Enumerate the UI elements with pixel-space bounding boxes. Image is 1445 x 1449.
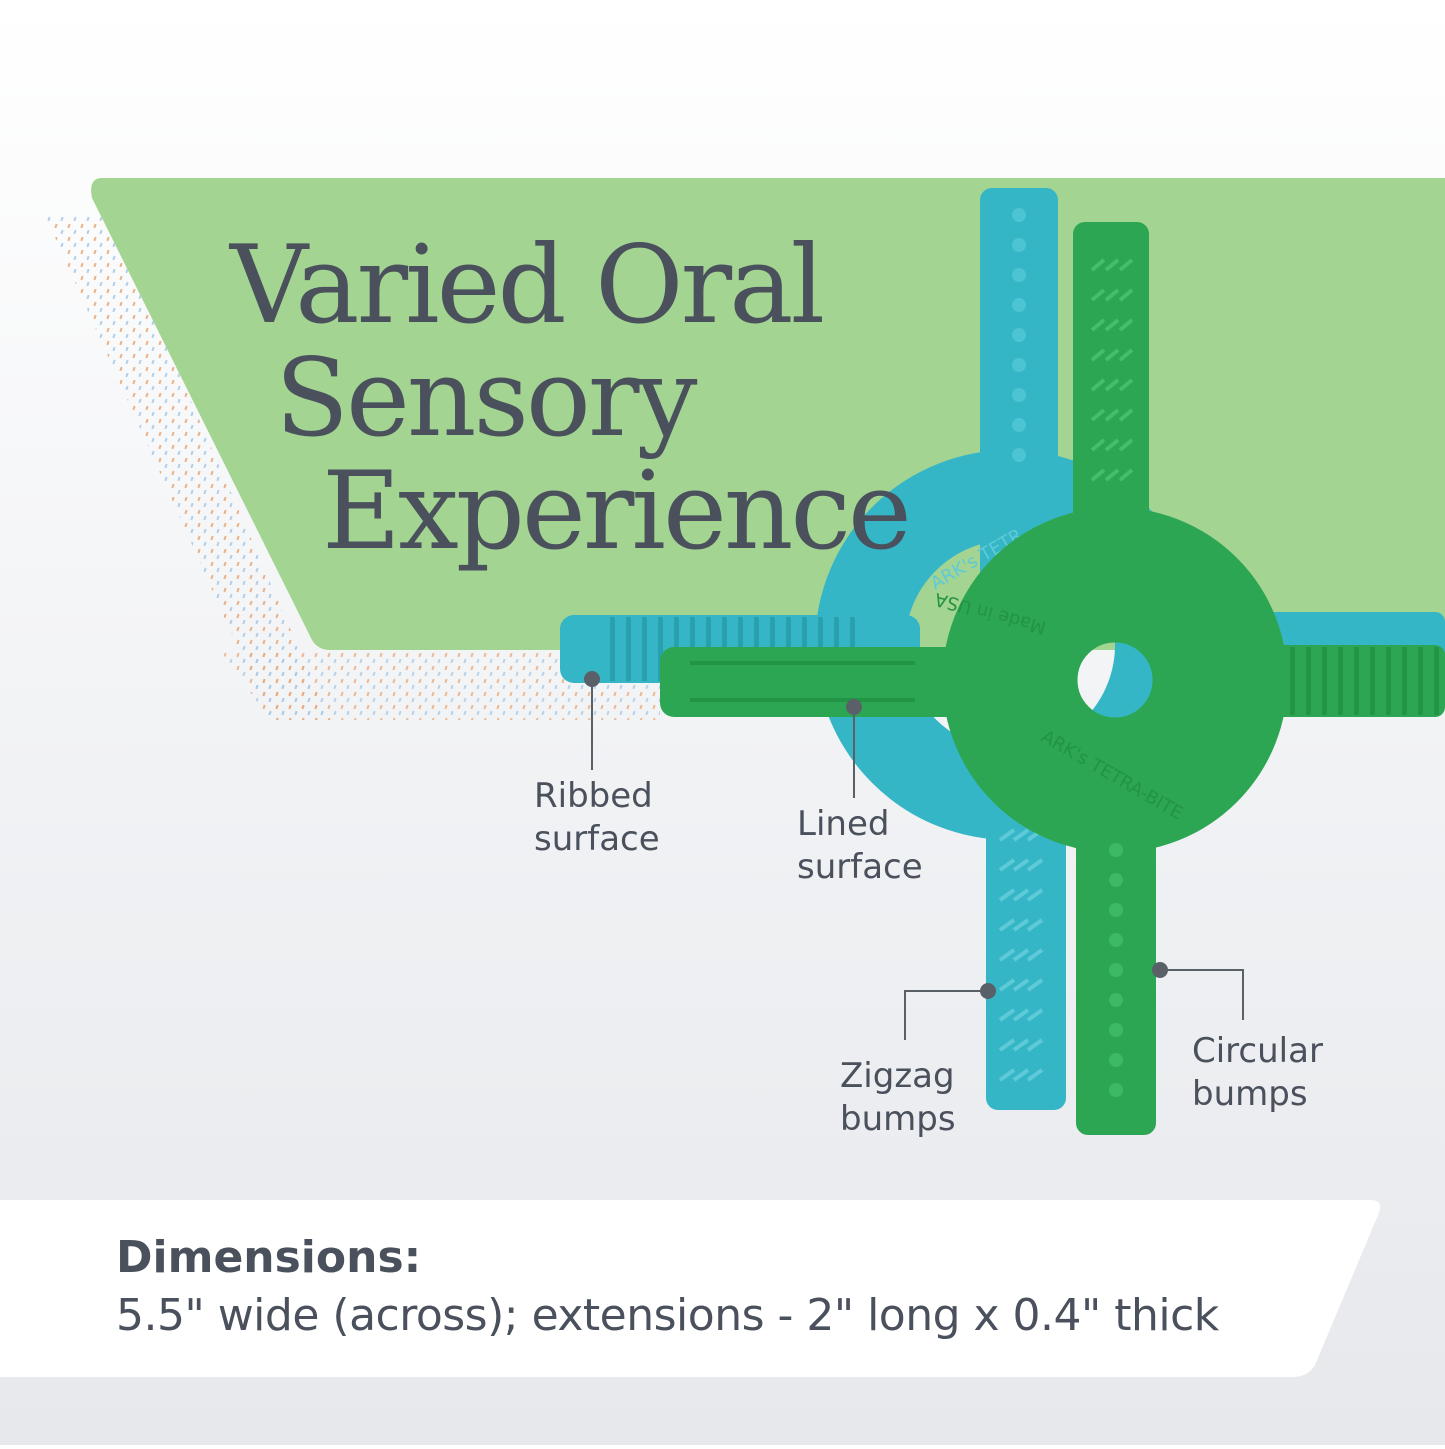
green-ribs (1290, 647, 1439, 715)
callout-circular-bumps: Circular bumps (1192, 1030, 1323, 1116)
dimensions-title: Dimensions: (116, 1232, 422, 1283)
callout-lined-line-2: surface (797, 847, 923, 887)
callout-zigzag-bumps: Zigzag bumps (840, 1055, 956, 1141)
callout-zigzag-line-2: bumps (840, 1099, 956, 1139)
zigzag-texture (998, 828, 1044, 1082)
dimensions-text: 5.5" wide (across); extensions - 2" long… (116, 1290, 1219, 1341)
green-ring (942, 507, 1288, 853)
green-left-arm (660, 647, 980, 717)
headline-line-1: Varied Oral (230, 223, 825, 348)
dimensions-panel (0, 1200, 1381, 1377)
callout-dots (584, 671, 1168, 999)
callout-ribbed-surface: Ribbed surface (534, 775, 660, 861)
callout-circular-line-1: Circular (1192, 1031, 1323, 1071)
callout-leaders (591, 679, 1244, 1040)
callout-lined-line-1: Lined (797, 804, 890, 844)
headline-line-2: Sensory (275, 336, 698, 461)
callout-circular-line-2: bumps (1192, 1074, 1308, 1114)
teal-bottom-arm (986, 760, 1066, 1110)
lined-texture (690, 661, 915, 702)
callout-lined-surface: Lined surface (797, 803, 923, 889)
green-top-arm (1073, 222, 1149, 582)
callout-ribbed-line-1: Ribbed (534, 776, 653, 816)
green-zigzag (1090, 258, 1134, 482)
headline-line-3: Experience (322, 449, 912, 574)
confetti-dots (45, 215, 330, 720)
confetti-dots-lower (220, 650, 660, 720)
green-bottom-arm (1076, 780, 1156, 1135)
callout-ribbed-line-2: surface (534, 819, 660, 859)
callout-zigzag-line-1: Zigzag (840, 1056, 955, 1096)
teal-bumps (1012, 208, 1026, 462)
circular-bumps-texture (1109, 843, 1123, 1097)
